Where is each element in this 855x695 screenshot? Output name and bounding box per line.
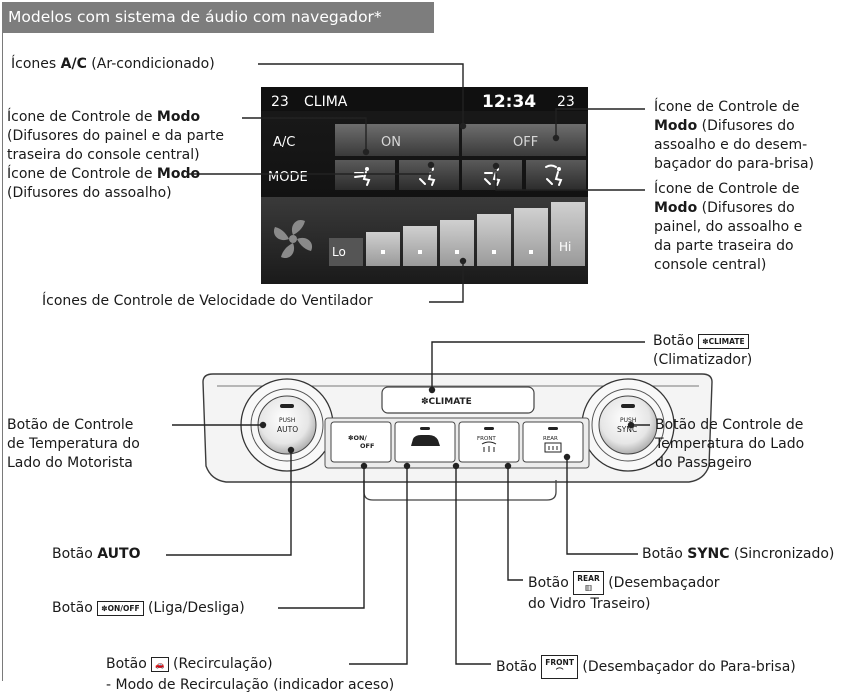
section-header: Modelos com sistema de áudio com navegad… — [2, 2, 434, 33]
fan-speed-bar[interactable] — [514, 208, 548, 266]
front-defrost-label: FRONT — [477, 436, 496, 442]
control-panel: ✽CLIMATE PUSH AUTO PUSH SYNC ✽ON/ OFF — [202, 373, 713, 501]
label-driver-temp: Botão de Controle de Temperatura do Lado… — [7, 417, 140, 471]
mode-row-label: MODE — [268, 170, 308, 185]
label-climate-button: Botão ✽CLIMATE (Climatizador) — [653, 333, 753, 368]
fan-speed-bar[interactable] — [440, 220, 474, 266]
rear-defrost-label: REAR — [543, 436, 558, 442]
mode-button-floor-defrost[interactable] — [526, 160, 586, 190]
fan-speed-bar[interactable] — [329, 238, 363, 266]
fan-hi-label: Hi — [559, 240, 571, 254]
driver-knob-auto: AUTO — [277, 425, 298, 434]
fan-speed-dot — [455, 250, 459, 254]
fan-speed-bars[interactable] — [329, 202, 585, 266]
mode-button-face-floor[interactable] — [462, 160, 522, 190]
mode-button-floor[interactable] — [399, 160, 459, 190]
label-onoff-button: Botão ✽ON/OFF (Liga/Desliga) — [52, 600, 245, 616]
fan-speed-dot — [381, 250, 385, 254]
label-passenger-temp: Botão de Controle de Temperatura do Lado… — [655, 417, 805, 471]
screen-time: 12:34 — [482, 92, 536, 112]
climate-button-label: ✽CLIMATE — [421, 397, 472, 407]
fan-icon — [273, 219, 313, 259]
label-front-defrost: Botão FRONT⌒ (Desembaçador do Para-brisa… — [496, 655, 796, 679]
fan-speed-dot — [418, 250, 422, 254]
passenger-knob-push: PUSH — [620, 417, 636, 424]
label-mode-left-bottom: Ícone de Controle de Modo (Difusores do … — [7, 166, 201, 201]
rear-defrost-icon — [544, 442, 562, 453]
screen-left-temp: 23 — [271, 94, 289, 110]
fan-speed-bar[interactable] — [366, 232, 400, 266]
ac-off-label: OFF — [513, 135, 538, 150]
onoff-button-label-2: OFF — [360, 442, 374, 450]
onoff-button[interactable] — [330, 421, 392, 463]
fan-speed-bar[interactable] — [403, 226, 437, 266]
label-recirculation: Botão 🚗 (Recirculação) — [106, 656, 273, 672]
onoff-button-icon: ✽ON/OFF — [97, 600, 144, 616]
label-mode-right-bottom: Ícone de Controle de Modo (Difusores do … — [654, 181, 803, 273]
screen-right-temp: 23 — [557, 94, 575, 110]
driver-temp-knob[interactable]: PUSH AUTO — [240, 378, 334, 472]
fan-speed-dot — [492, 250, 496, 254]
front-defrost-icon — [481, 441, 497, 452]
label-rear-defrost: Botão REAR▥ (Desembaçador do Vidro Trase… — [528, 571, 720, 614]
label-fan-speed: Ícones de Controle de Velocidade do Vent… — [42, 293, 373, 309]
label-mode-right-top: Ícone de Controle de Modo (Difusores do … — [654, 99, 815, 172]
fan-lo-label: Lo — [332, 245, 346, 259]
rear-defrost-button-icon: REAR▥ — [573, 571, 604, 595]
climate-screen: 23 CLIMA 12:34 23 A/C ON OFF MODE — [261, 87, 588, 284]
recirculation-icon — [411, 435, 440, 446]
label-ac-icons: Ícones A/C (Ar-condicionado) — [11, 56, 215, 72]
passenger-knob-sync: SYNC — [617, 425, 637, 434]
recirculation-button-icon: 🚗 — [151, 656, 169, 672]
ac-row-label: A/C — [273, 135, 295, 150]
fan-speed-bar[interactable] — [551, 202, 585, 266]
screen-title: CLIMA — [304, 94, 348, 110]
label-recirculation-mode: - Modo de Recirculação (indicador aceso) — [106, 677, 395, 693]
ac-on-label: ON — [381, 135, 401, 150]
driver-knob-push: PUSH — [279, 417, 295, 424]
front-defrost-button-icon: FRONT⌒ — [541, 655, 578, 679]
climate-button-icon: ✽CLIMATE — [698, 333, 749, 349]
fan-speed-bar[interactable] — [477, 214, 511, 266]
onoff-button-label: ✽ON/ — [348, 434, 367, 442]
label-mode-left-top: Ícone de Controle de Modo (Difusores do … — [7, 109, 224, 163]
page-frame — [2, 2, 854, 681]
label-auto-button: Botão AUTO — [52, 546, 141, 562]
fan-speed-dot — [529, 250, 533, 254]
label-sync-button: Botão SYNC (Sincronizado) — [642, 546, 835, 562]
rear-defrost-button[interactable] — [522, 421, 584, 463]
